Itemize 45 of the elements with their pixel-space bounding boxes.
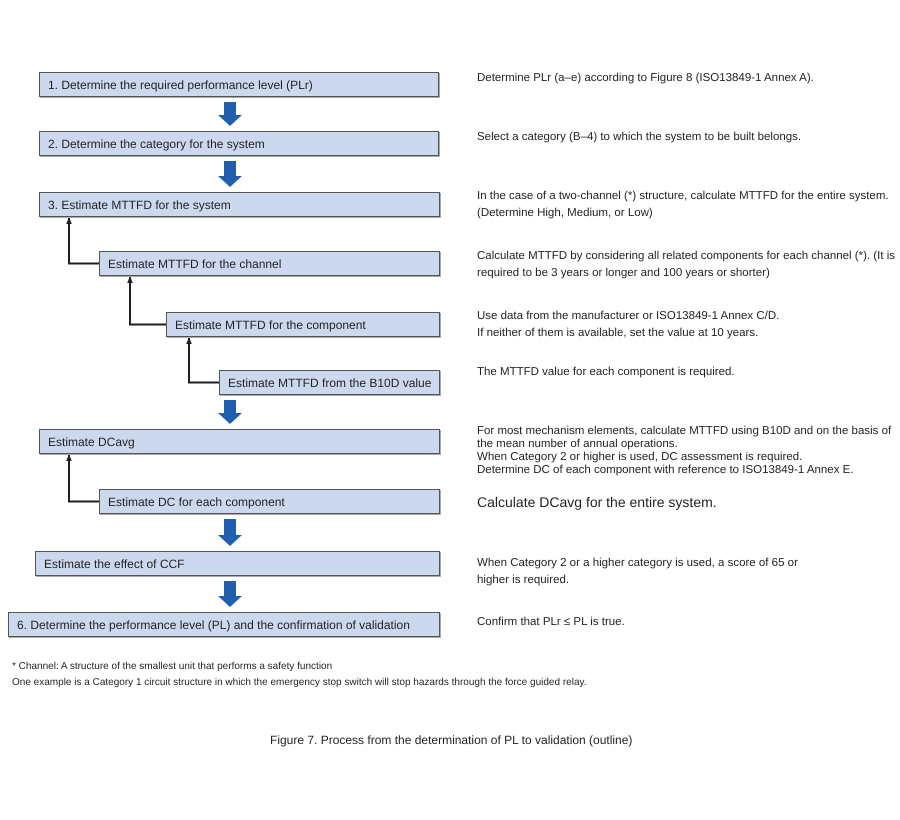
description-text: Determine PLr (a–e) according to Figure 8 (ISO13849-1 Annex A). xyxy=(477,71,815,86)
process-box xyxy=(99,489,440,514)
description-text: For most mechanism elements, calculate MTTFD using B10D and on the basis of the mean number of annual operations. xyxy=(477,425,892,451)
step-label: 6. Determine the performance level (PL) and the confirmation of validation xyxy=(17,618,410,632)
step-label: Estimate DCavg xyxy=(48,434,135,448)
description-text: Confirm that PLr ≤ PL is true. xyxy=(477,615,626,630)
process-box xyxy=(8,612,440,637)
footnote-text: One example is a Category 1 circuit structure in which the emergency stop switch will stop hazards through the force guided relay. xyxy=(12,677,587,688)
connector-arrow xyxy=(66,217,99,264)
description-text: When Category 2 or a higher category is used, a score of 65 or higher is required. xyxy=(477,556,799,588)
step-label: Estimate MTTFD from the B10D value xyxy=(228,376,432,390)
description-text: Use data from the manufacturer or ISO13849-1 Annex C/D. xyxy=(477,309,780,324)
block-arrow xyxy=(218,581,242,607)
step-label: Estimate MTTFD for the component xyxy=(175,318,366,332)
step-label: Estimate DC for each component xyxy=(108,494,285,508)
description-text: The MTTFD value for each component is required. xyxy=(477,365,736,380)
step-label: 3. Estimate MTTFD for the system xyxy=(48,198,231,212)
description-text: Select a category (B–4) to which the system to be built belongs. xyxy=(477,130,802,145)
footnote-text: * Channel: A structure of the smallest unit that performs a safety function xyxy=(12,661,332,672)
process-box xyxy=(39,131,439,156)
description-text: Calculate DCavg for the entire system. xyxy=(477,494,718,511)
step-label: 1. Determine the required performance level (PLr) xyxy=(48,78,313,92)
block-arrow xyxy=(218,519,242,546)
block-arrow xyxy=(218,161,242,187)
step-label: Estimate the effect of CCF xyxy=(44,556,185,570)
step-label: 2. Determine the category for the system xyxy=(48,136,265,150)
block-arrow xyxy=(218,400,242,424)
description-text: Determine DC of each component with reference to ISO13849-1 Annex E. xyxy=(477,464,855,477)
connector-arrow xyxy=(186,337,219,384)
step-label: Estimate MTTFD for the channel xyxy=(108,256,282,270)
process-box xyxy=(219,370,440,395)
description-text: Calculate MTTFD by considering all related components for each channel (*). (It is required to be 3 years or longer and 100 years or shorter) xyxy=(477,249,896,281)
process-box xyxy=(166,312,440,337)
figure-caption: Figure 7. Process from the determination of PL to validation (outline) xyxy=(270,733,632,747)
process-box xyxy=(35,551,440,576)
connector-arrow xyxy=(127,276,166,326)
description-text: In the case of a two-channel (*) structure, calculate MTTFD for the entire system. (Determine High, Medium, or Low) xyxy=(477,189,890,221)
block-arrow xyxy=(218,102,242,126)
process-box xyxy=(39,429,440,454)
connector-arrow xyxy=(66,454,99,502)
process-box xyxy=(39,72,439,97)
process-box xyxy=(99,251,440,276)
description-text: When Category 2 or higher is used, DC assessment is required. xyxy=(477,451,804,464)
process-box xyxy=(39,192,440,217)
description-text: If neither of them is available, set the value at 10 years. xyxy=(477,326,760,341)
